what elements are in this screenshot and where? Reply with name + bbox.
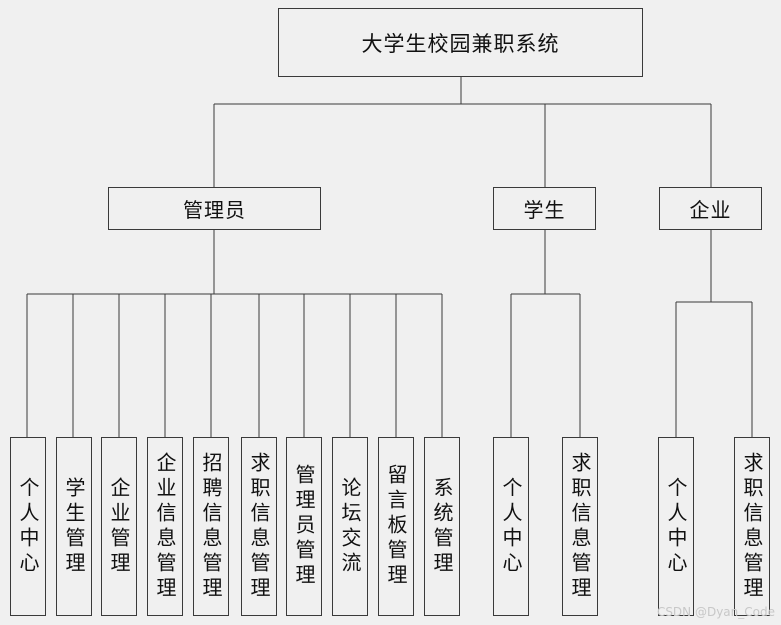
admin-module-job-seeking-info-management: 求职信息管理 (241, 437, 277, 616)
role-admin-node: 管理员 (108, 187, 321, 230)
admin-module-recruitment-info-management: 招聘信息管理 (193, 437, 229, 616)
admin-module-company-info-management: 企业信息管理 (147, 437, 183, 616)
company-module-personal-center: 个人中心 (658, 437, 694, 616)
company-module-job-seeking-info-management: 求职信息管理 (734, 437, 770, 616)
admin-module-admin-management: 管理员管理 (286, 437, 322, 616)
role-company-node: 企业 (659, 187, 762, 230)
student-module-job-seeking-info-management: 求职信息管理 (562, 437, 598, 616)
student-module-personal-center: 个人中心 (493, 437, 529, 616)
admin-module-student-management: 学生管理 (56, 437, 92, 616)
role-student-node: 学生 (493, 187, 596, 230)
admin-module-company-management: 企业管理 (101, 437, 137, 616)
admin-module-forum: 论坛交流 (332, 437, 368, 616)
admin-module-system-management: 系统管理 (424, 437, 460, 616)
admin-module-personal-center: 个人中心 (10, 437, 46, 616)
root-node: 大学生校园兼职系统 (278, 8, 643, 77)
admin-module-message-board-management: 留言板管理 (378, 437, 414, 616)
watermark: CSDN @Dyan_Code (656, 605, 775, 619)
